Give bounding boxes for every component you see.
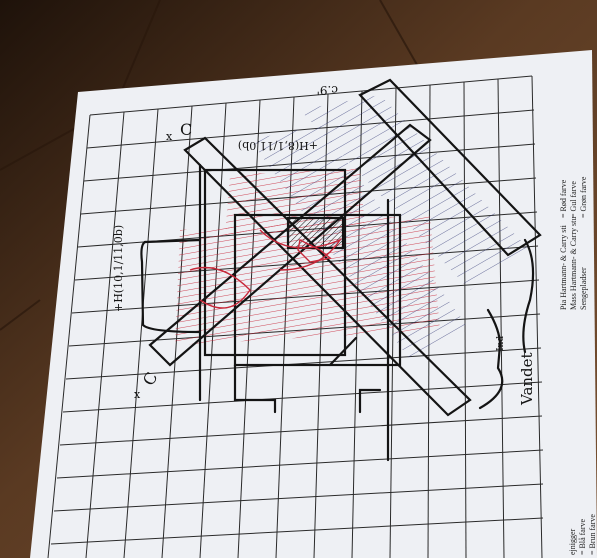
handwritten-labels: c.9' +H(8,1/11,0b) +H(10,1/11,0b) C x C … (112, 83, 536, 406)
printed-legend-bottom: = Blå farve = Brun farve ejnigger (568, 514, 597, 555)
h-label-left: +H(10,1/11,0b) (112, 225, 125, 312)
c-top: C (180, 120, 192, 139)
legend-bottom-2: = Brun farve (588, 514, 597, 555)
small-label: Ind (496, 336, 506, 351)
h-label-top: +H(8,1/11,0b) (238, 139, 318, 152)
blue-hatched-strips (250, 95, 530, 360)
c-bottom-x: x (134, 388, 141, 401)
legend-color-1: = Rød farve (559, 179, 568, 218)
legend-line-3: Sengepladser (579, 267, 588, 310)
legend-bottom-1: = Blå farve (578, 519, 587, 556)
top-label: c.9' (317, 83, 338, 97)
legend-color-2: = Gul farve (569, 181, 578, 218)
printed-legend: Pia Hartmann- & Carry sti Mass Hartmann-… (559, 176, 588, 310)
black-ink-sketch (140, 78, 542, 462)
red-ink-center (189, 229, 342, 309)
legend-bottom-fragment: ejnigger (568, 528, 577, 555)
legend-line-1: Pia Hartmann- & Carry sti (559, 224, 568, 310)
legend-color-3: = Grøn farve (579, 176, 588, 218)
vandet-label: Vandet (518, 352, 536, 406)
c-top-x: x (166, 130, 173, 143)
legend-line-2: Mass Hartmann- & Carry stu (569, 217, 578, 310)
